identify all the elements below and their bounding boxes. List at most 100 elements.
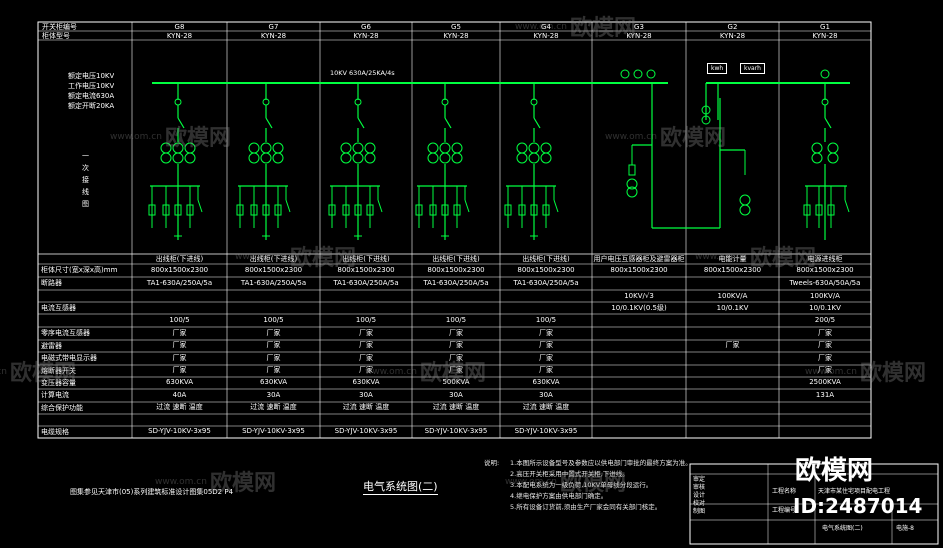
footnote-left: 图集参见天津市(05)系列建筑标准设计图集05D2 P4 bbox=[70, 488, 234, 496]
row-label: 熔断器开关 bbox=[41, 367, 76, 375]
fuse-icon bbox=[162, 204, 170, 216]
cabinet-protection-functions: 过流 速断 温度 bbox=[250, 403, 297, 411]
row-label: 断路器 bbox=[41, 279, 62, 287]
fuse-icon bbox=[148, 204, 156, 216]
current-transformer-icon bbox=[184, 152, 196, 164]
cabinet-id: G8 bbox=[174, 23, 185, 31]
cabinet-name: 电源进线柜 bbox=[807, 255, 843, 263]
breaker-contact-icon bbox=[357, 117, 365, 129]
cabinet-ct-ratio-2: 10/0.1KV(0.5级) bbox=[611, 304, 667, 312]
table-border bbox=[37, 21, 872, 439]
row-label: 电缆规格 bbox=[41, 428, 69, 436]
cabinet-cable-spec: SD-YJV-10KV-3x95 bbox=[148, 427, 211, 435]
cabinet-cable-spec: SD-YJV-10KV-3x95 bbox=[424, 427, 488, 435]
current-transformer-icon bbox=[184, 142, 196, 154]
notes-heading: 说明: bbox=[484, 459, 500, 467]
watermark-url: www.om.cn bbox=[235, 252, 287, 262]
cabinet-calc-current: 30A bbox=[359, 391, 373, 399]
cabinet-ct-ratio-2: 10/0.1KV bbox=[809, 304, 841, 312]
cabinet-id: G1 bbox=[820, 23, 830, 31]
watermark-url: www.om.cn bbox=[805, 367, 857, 377]
cabinet-protection-functions: 过流 速断 温度 bbox=[432, 403, 480, 411]
incoming-earth-switch-icon bbox=[844, 199, 850, 213]
current-transformer-icon bbox=[160, 152, 172, 164]
cabinet-model: KYN-28 bbox=[812, 32, 838, 40]
cabinet-ct-ratio-2: 10/0.1KV bbox=[716, 304, 749, 312]
cabinet-zero-seq-ct: 厂家 bbox=[539, 329, 553, 337]
current-transformer-icon bbox=[352, 152, 364, 164]
cabinet-cable-spec: SD-YJV-10KV-3x95 bbox=[242, 427, 305, 435]
watermark-url: www.om.cn bbox=[365, 367, 417, 377]
cabinet-id: G7 bbox=[268, 23, 279, 31]
cabinet-size: 800x1500x2300 bbox=[337, 266, 395, 274]
current-transformer-icon bbox=[340, 152, 352, 164]
current-transformer-icon bbox=[172, 142, 184, 154]
incoming-ct-icon bbox=[811, 152, 823, 164]
left-caption-line: 额定电流630A bbox=[68, 92, 115, 100]
cabinet-model: KYN-28 bbox=[353, 32, 379, 40]
cabinet-calc-current: 131A bbox=[815, 391, 835, 399]
drawing-title: 电气系统图(二) bbox=[363, 480, 438, 495]
header-label-cabinet-number: 开关柜编号 bbox=[42, 23, 77, 31]
metering-ct-icon bbox=[701, 115, 711, 125]
cabinet-fuse-switch: 厂家 bbox=[359, 366, 373, 374]
current-transformer-icon bbox=[516, 152, 528, 164]
cabinet-protection-functions: 过流 速断 温度 bbox=[522, 403, 570, 411]
cabinet-name: 出线柜(下进线) bbox=[249, 255, 298, 263]
cabinet-zero-seq-ct: 厂家 bbox=[818, 329, 832, 337]
incoming-indicator-icon bbox=[820, 69, 830, 79]
cabinet-breaker: TA1-630A/250A/5a bbox=[423, 279, 489, 287]
cabinet-transformer-capacity: 2500KVA bbox=[809, 378, 841, 386]
cabinet-zero-seq-ct: 厂家 bbox=[359, 329, 373, 337]
cabinet-name: 电能计量 bbox=[718, 255, 747, 263]
current-transformer-icon bbox=[427, 142, 439, 154]
cabinet-ct-ratio: 100/5 bbox=[535, 316, 557, 324]
watermark-url: www.om.cn bbox=[0, 367, 7, 377]
cabinet-breaker: TA1-630A/250A/5a bbox=[146, 279, 213, 287]
breaker-contact-icon bbox=[533, 117, 541, 129]
cabinet-id: G6 bbox=[361, 23, 371, 31]
kwh-meter-tag: kwh bbox=[707, 63, 728, 74]
cabinet-name: 出线柜(下进线) bbox=[155, 255, 204, 263]
note-line: 4.继电保护方案由供电部门确定。 bbox=[510, 492, 608, 500]
cabinet-model: KYN-28 bbox=[719, 32, 746, 40]
current-transformer-icon bbox=[248, 152, 260, 164]
cabinet-ct-ratio: 10KV/√3 bbox=[624, 292, 654, 300]
row-label: 电磁式带电显示器 bbox=[41, 354, 97, 362]
cabinet-indicator: 厂家 bbox=[172, 354, 187, 362]
cabinet-zero-seq-ct: 厂家 bbox=[266, 329, 281, 337]
fuse-icon bbox=[518, 204, 526, 216]
fuse-icon bbox=[542, 204, 550, 216]
cabinet-arrester: 厂家 bbox=[539, 341, 553, 349]
cabinet-calc-current: 30A bbox=[449, 391, 463, 399]
voltage-transformer-icon bbox=[626, 178, 638, 190]
metering-pt-icon bbox=[739, 194, 751, 206]
cabinet-size: 800x1500x2300 bbox=[427, 266, 485, 274]
note-line: 2.高压开关柜采用中置式开关柜,下进线。 bbox=[510, 470, 629, 478]
breaker-contact-icon bbox=[177, 117, 185, 129]
cabinet-size: 800x1500x2300 bbox=[703, 266, 762, 274]
cabinet-zero-seq-ct: 厂家 bbox=[449, 329, 463, 337]
incoming-ct-icon bbox=[811, 142, 823, 154]
current-transformer-icon bbox=[260, 142, 272, 154]
cabinet-arrester: 厂家 bbox=[359, 341, 373, 349]
watermark-url: www.om.cn bbox=[505, 477, 557, 487]
title-block-drawing-name: 电气系统图(二) bbox=[822, 525, 863, 532]
left-caption-line: 一 bbox=[82, 152, 89, 160]
row-label: 零序电流互感器 bbox=[41, 329, 90, 337]
current-transformer-icon bbox=[260, 152, 272, 164]
fuse-icon bbox=[504, 204, 512, 216]
earth-switch-icon bbox=[464, 199, 470, 213]
incoming-fuse-icon bbox=[827, 204, 835, 216]
fuse-icon bbox=[342, 204, 350, 216]
current-transformer-icon bbox=[540, 152, 552, 164]
title-block-role: 校对 bbox=[693, 500, 706, 507]
cabinet-model: KYN-28 bbox=[166, 32, 193, 40]
left-caption-line: 额定开断20KA bbox=[68, 102, 115, 110]
current-transformer-icon bbox=[540, 142, 552, 154]
earth-switch-icon bbox=[553, 199, 559, 213]
note-line: 3.本配电系统为一级负荷,10KV单母线分段运行。 bbox=[510, 481, 653, 489]
header-label-cabinet-model: 柜体型号 bbox=[42, 32, 70, 40]
metering-ct-icon bbox=[701, 105, 711, 115]
left-caption-line: 线 bbox=[82, 188, 89, 196]
